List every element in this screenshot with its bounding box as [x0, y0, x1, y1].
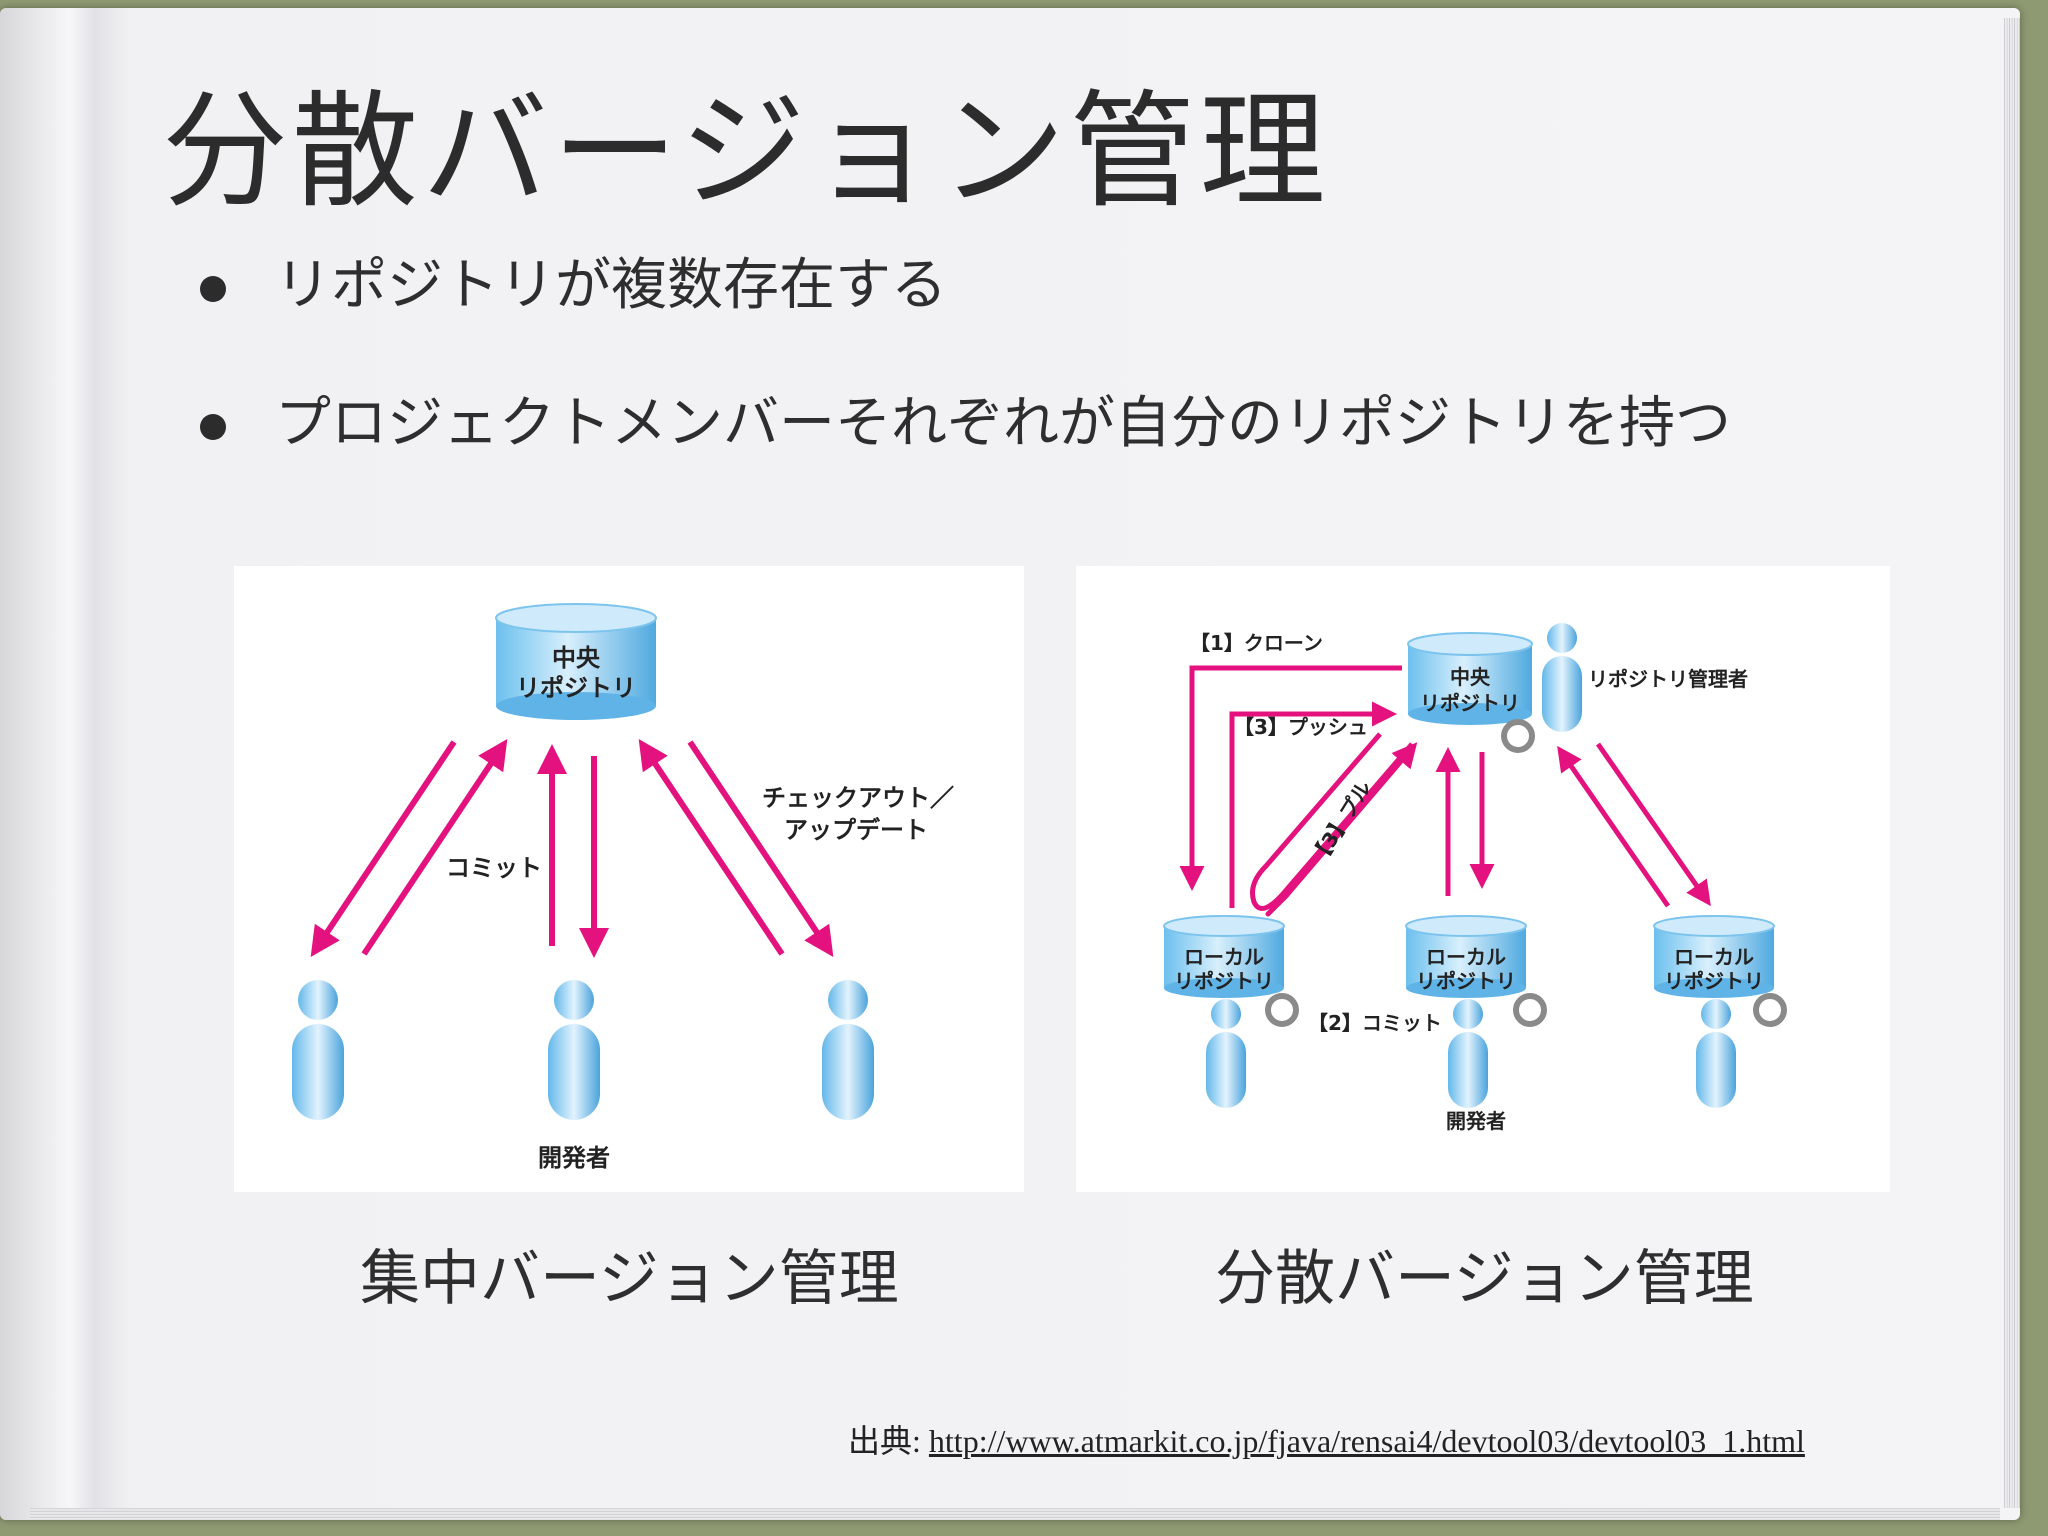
checkout-label-line1: チェックアウト／ [762, 784, 954, 812]
loop-arrow-icon [1513, 993, 1547, 1027]
page-edge-bottom [30, 1508, 2000, 1520]
central-repo-label-line1: 中央 [1450, 665, 1491, 689]
bullet-text: リポジトリが複数存在する [275, 253, 947, 318]
distributed-diagram: 中央 リポジトリ リポジトリ管理者 【1】クローン 【3】プッシュ 【3】プル [1076, 566, 1890, 1192]
developers-label: 開発者 [1446, 1109, 1506, 1133]
central-repository-icon: 中央 リポジトリ [495, 603, 657, 720]
developers-label: 開発者 [538, 1144, 610, 1172]
admin-label: リポジトリ管理者 [1588, 667, 1748, 691]
arrow-push [1229, 701, 1397, 908]
commit-label: 【2】コミット [1308, 1011, 1442, 1035]
local-repo-label-line1: ローカル [1674, 945, 1754, 969]
pull-label: 【3】プル [1306, 776, 1376, 868]
centralized-caption: 集中バージョン管理 [360, 1244, 899, 1314]
clone-label: 【1】クローン [1190, 631, 1323, 655]
admin-person-icon [1542, 623, 1582, 732]
bullet-dot-icon [200, 276, 226, 302]
local-repository-icon: ローカル リポジトリ [1163, 915, 1299, 1027]
central-repository-icon: 中央 リポジトリ [1407, 632, 1535, 753]
local-repo-label-line2: リポジトリ [1664, 969, 1764, 993]
checkout-label-line2: アップデート [784, 816, 928, 844]
local-repo-label-line2: リポジトリ [1174, 969, 1274, 993]
bullet-item: リポジトリが複数存在する [200, 250, 1731, 388]
arrow-right-down [1595, 742, 1711, 907]
local-repository-icon: ローカル リポジトリ [1405, 915, 1547, 1027]
distributed-caption: 分散バージョン管理 [1215, 1244, 1754, 1314]
bullet-list: リポジトリが複数存在する プロジェクトメンバーそれぞれが自分のリポジトリを持つ [200, 250, 1731, 526]
arrow-commit-right [638, 739, 785, 956]
commit-label: コミット [446, 854, 542, 882]
repo-label-line2: リポジトリ [516, 674, 636, 702]
loop-arrow-icon [1265, 993, 1299, 1027]
local-repo-label-line1: ローカル [1184, 945, 1264, 969]
local-repo-label-line1: ローカル [1426, 945, 1506, 969]
push-label: 【3】プッシュ [1234, 715, 1368, 739]
arrows [310, 739, 834, 958]
repo-label-line1: 中央 [552, 644, 601, 672]
bullet-item: プロジェクトメンバーそれぞれが自分のリポジトリを持つ [200, 388, 1731, 526]
centralized-diagram: 中央 リポジトリ コミット チェックアウト／ アップデート 開発者 [234, 566, 1024, 1192]
local-repo-label-line2: リポジトリ [1416, 969, 1516, 993]
developer-person-icon [1206, 999, 1246, 1108]
arrow-pull-loop [1250, 732, 1414, 911]
arrow-checkout-right [687, 740, 834, 957]
slide-title: 分散バージョン管理 [162, 78, 1330, 225]
bullet-text: プロジェクトメンバーそれぞれが自分のリポジトリを持つ [275, 391, 1731, 456]
loop-arrow-icon [1501, 719, 1535, 753]
developer-person-icon [1696, 999, 1736, 1108]
arrow-clone [1179, 665, 1402, 891]
page-edge-right [2004, 18, 2020, 1508]
arrow-commit-left [361, 739, 508, 956]
local-repository-icon: ローカル リポジトリ [1653, 915, 1787, 1027]
arrow-pull-outer [1265, 742, 1418, 917]
developer-person-icon [548, 980, 600, 1120]
source-link[interactable]: http://www.atmarkit.co.jp/fjava/rensai4/… [928, 1423, 1805, 1459]
source-prefix: 出典: [848, 1423, 929, 1459]
arrows [1179, 665, 1711, 917]
source-citation: 出典: http://www.atmarkit.co.jp/fjava/rens… [848, 1416, 1805, 1462]
bullet-dot-icon [200, 414, 226, 440]
loop-arrow-icon [1753, 993, 1787, 1027]
developer-person-icon [1448, 999, 1488, 1108]
central-repo-label-line2: リポジトリ [1420, 691, 1520, 715]
arrow-checkout-left [310, 740, 457, 957]
arrow-right-up [1557, 745, 1671, 908]
developer-person-icon [822, 980, 874, 1120]
developer-person-icon [292, 980, 344, 1120]
